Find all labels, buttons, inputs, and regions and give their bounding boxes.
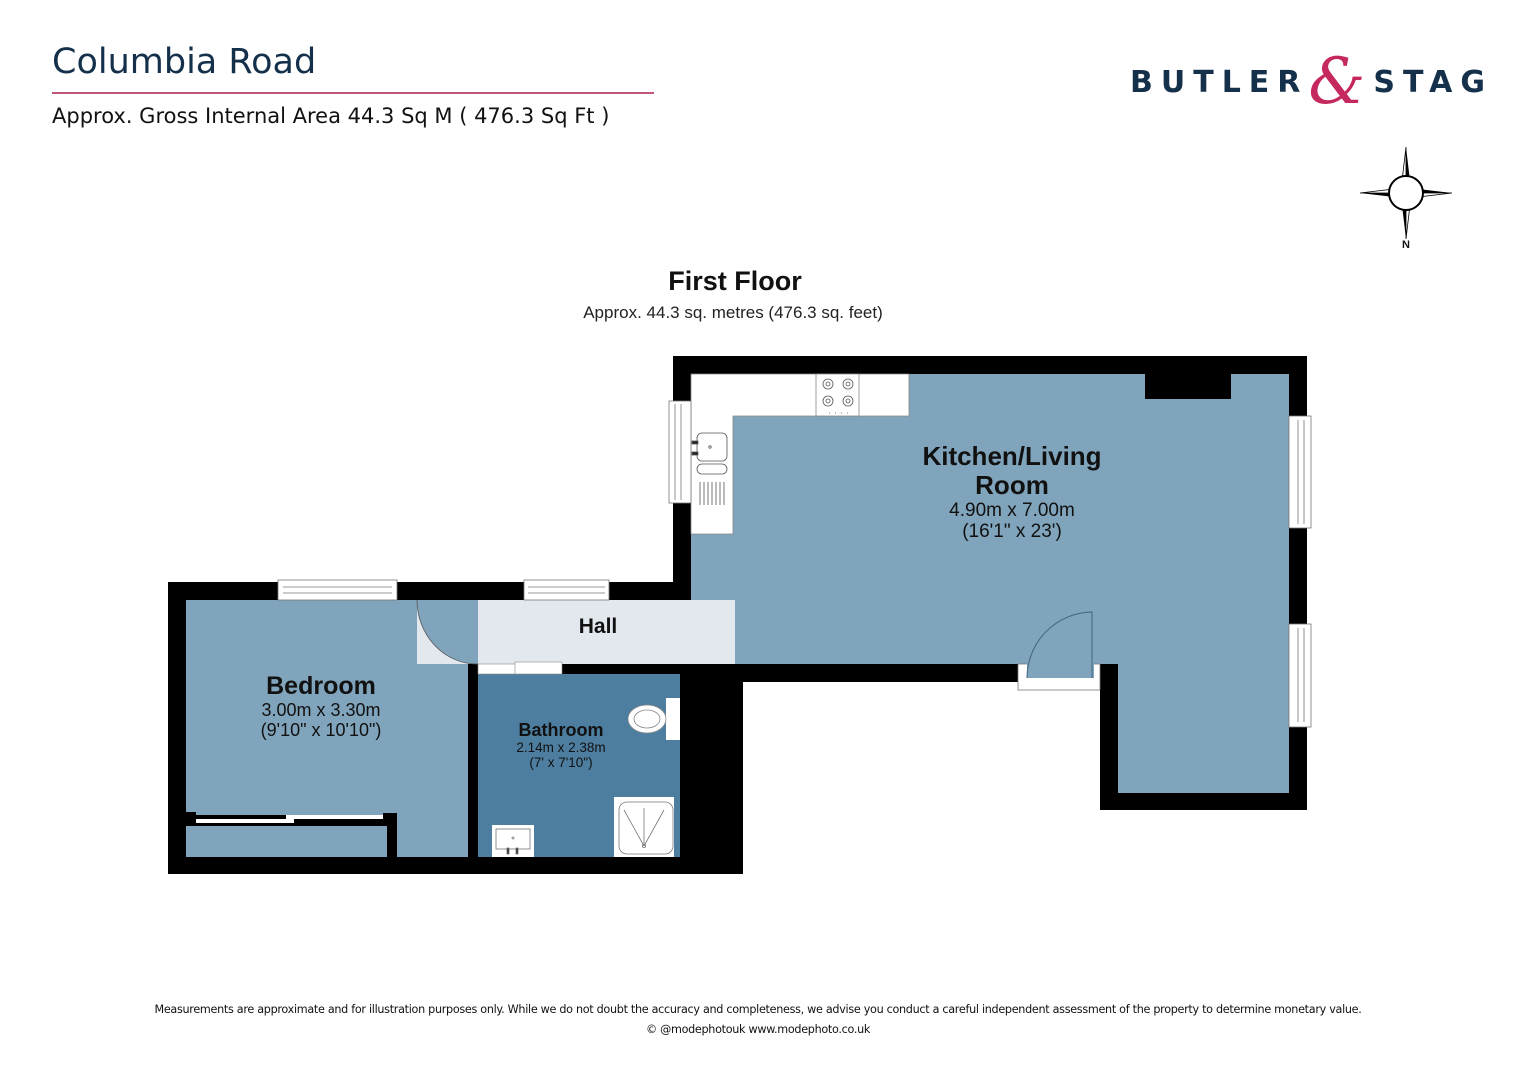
compass-rose-icon: N [1358, 145, 1454, 255]
wash-basin-icon [492, 825, 534, 857]
bedroom-label: Bedroom 3.00m x 3.30m (9'10" x 10'10") [221, 672, 421, 740]
kitchen-floor [691, 374, 1289, 793]
toilet-icon [627, 698, 680, 740]
kitchen-name-line1: Kitchen/Living [922, 441, 1102, 471]
bedroom-imperial-size: (9'10" x 10'10") [260, 720, 382, 741]
kitchen-metric-size: 4.90m x 7.00m [949, 500, 1075, 522]
property-title: Columbia Road [52, 42, 317, 82]
logo-word-butler: BUTLER [1130, 64, 1309, 100]
logo-word-stag: STAG [1373, 64, 1493, 100]
kitchen-imperial-size: (16'1" x 23') [962, 521, 1062, 543]
wardrobe-icon [186, 812, 397, 826]
bathroom-label: Bathroom 2.14m x 2.38m (7' x 7'10") [491, 720, 631, 770]
windows [277, 400, 1312, 728]
bedroom-floor [186, 600, 468, 857]
kitchen-door-swing [1026, 611, 1093, 679]
floor-title: First Floor [668, 266, 802, 296]
hall-label: Hall [548, 615, 648, 639]
compass-north-label: N [1402, 239, 1410, 251]
hall-name: Hall [578, 615, 618, 638]
bedroom-metric-size: 3.00m x 3.30m [261, 700, 381, 720]
kitchen-worktop [690, 373, 910, 535]
bathroom-metric-size: 2.14m x 2.38m [516, 740, 606, 756]
shower-tray-icon [614, 797, 674, 857]
disclaimer-text: Measurements are approximate and for ill… [154, 1003, 1362, 1016]
bedroom-door-swing [417, 600, 478, 665]
photographer-credit: © @modephotouk www.modephoto.co.uk [645, 1023, 871, 1036]
kitchen-sink-icon [691, 432, 728, 505]
hob-icon [822, 378, 854, 414]
agency-logo: BUTLER & STAG [1130, 45, 1493, 119]
bathroom-imperial-size: (7' x 7'10") [529, 755, 593, 771]
bathroom-name: Bathroom [518, 720, 604, 740]
floor-area: Approx. 44.3 sq. metres (476.3 sq. feet) [583, 303, 883, 322]
bedroom-name: Bedroom [266, 672, 376, 700]
title-divider [52, 92, 654, 94]
kitchen-living-room-label: Kitchen/Living Room 4.90m x 7.00m (16'1"… [892, 441, 1132, 543]
logo-ampersand: & [1308, 45, 1366, 119]
kitchen-name-line2: Room [975, 470, 1049, 501]
gross-internal-area: Approx. Gross Internal Area 44.3 Sq M ( … [52, 104, 610, 128]
